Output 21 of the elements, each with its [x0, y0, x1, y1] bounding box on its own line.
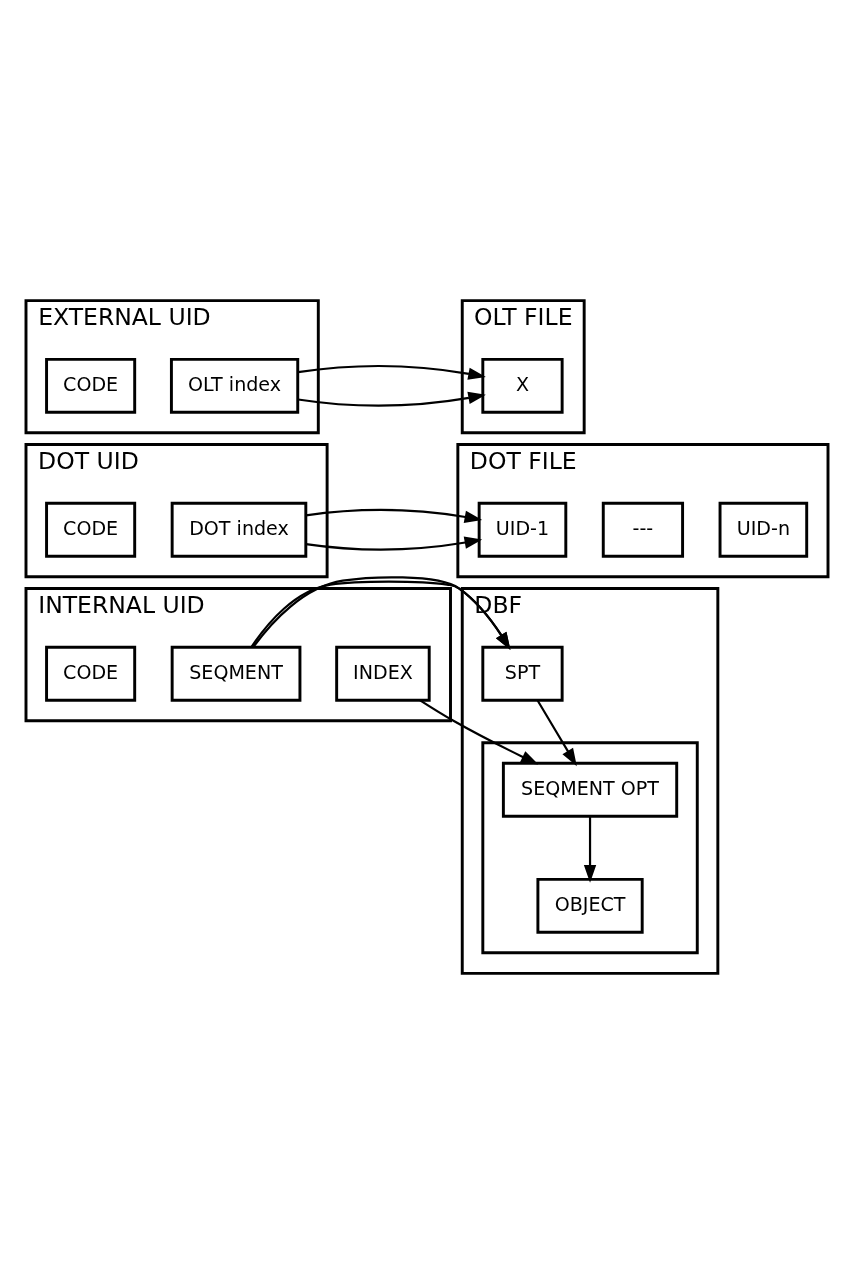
arrow: [583, 815, 597, 883]
node-box: OLT index: [169, 357, 300, 414]
node-box: OBJECT: [536, 877, 644, 934]
arrow: [305, 508, 483, 551]
node-box: SEQMENT OPT: [501, 761, 679, 818]
cluster: [481, 740, 699, 954]
node-box: INDEX: [335, 645, 431, 702]
node-box: SEQMENT: [170, 645, 302, 702]
node-box: CODE: [45, 501, 137, 558]
node-box: CODE: [45, 645, 137, 702]
arrow: [297, 364, 486, 407]
arrow: [250, 575, 511, 650]
arrow: [419, 698, 539, 764]
node-box: CODE: [45, 357, 137, 414]
node-box: ---: [601, 501, 685, 558]
node-box: X: [481, 357, 564, 414]
node-box: UID-1: [477, 501, 568, 558]
arrow: [536, 699, 577, 766]
node-box: UID-n: [718, 501, 809, 558]
node-box: DOT index: [170, 501, 308, 558]
node-box: SPT: [481, 645, 564, 702]
